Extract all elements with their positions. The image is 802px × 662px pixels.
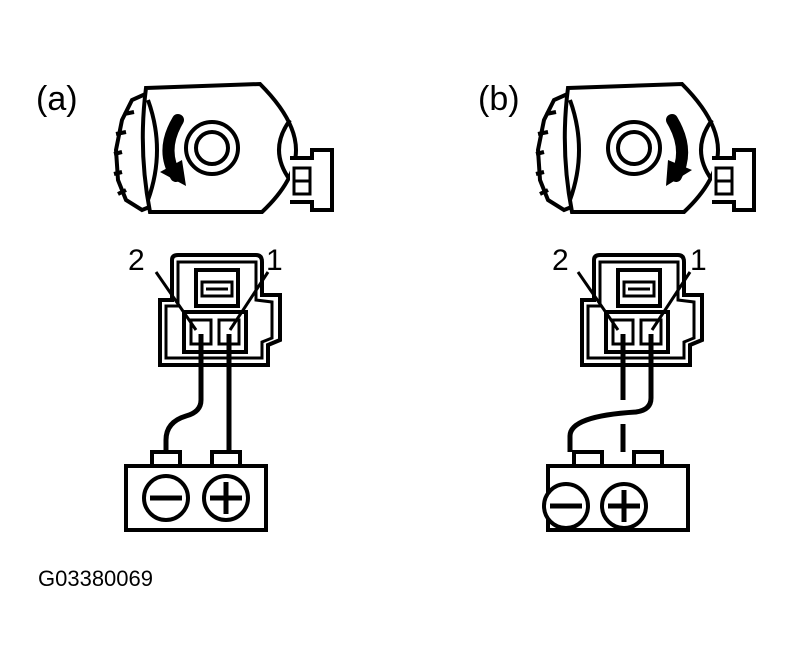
rotation-arrow-cw-icon bbox=[666, 114, 692, 186]
panel-a-label: (a) bbox=[36, 80, 78, 118]
wires-b bbox=[567, 334, 654, 452]
positive-terminal-icon bbox=[600, 482, 648, 530]
motor-b bbox=[534, 82, 756, 214]
pin-2-label-a: 2 bbox=[128, 244, 145, 277]
pin-1-label-b: 1 bbox=[690, 244, 707, 277]
pin-2-label-b: 2 bbox=[552, 244, 569, 277]
motor-a bbox=[112, 82, 334, 214]
wires-a bbox=[163, 334, 232, 452]
negative-terminal-icon bbox=[142, 474, 190, 522]
negative-terminal-icon bbox=[542, 482, 590, 530]
positive-terminal-icon bbox=[202, 474, 250, 522]
panel-a: (a) 2 1 bbox=[36, 80, 334, 532]
panel-b-label: (b) bbox=[478, 80, 520, 118]
pin-1-label-a: 1 bbox=[266, 244, 283, 277]
connector-b bbox=[576, 253, 704, 367]
rotation-arrow-ccw-icon bbox=[160, 114, 186, 186]
connector-a bbox=[154, 253, 282, 367]
panel-b: (b) 2 1 bbox=[478, 80, 756, 532]
figure-id: G03380069 bbox=[38, 566, 153, 591]
